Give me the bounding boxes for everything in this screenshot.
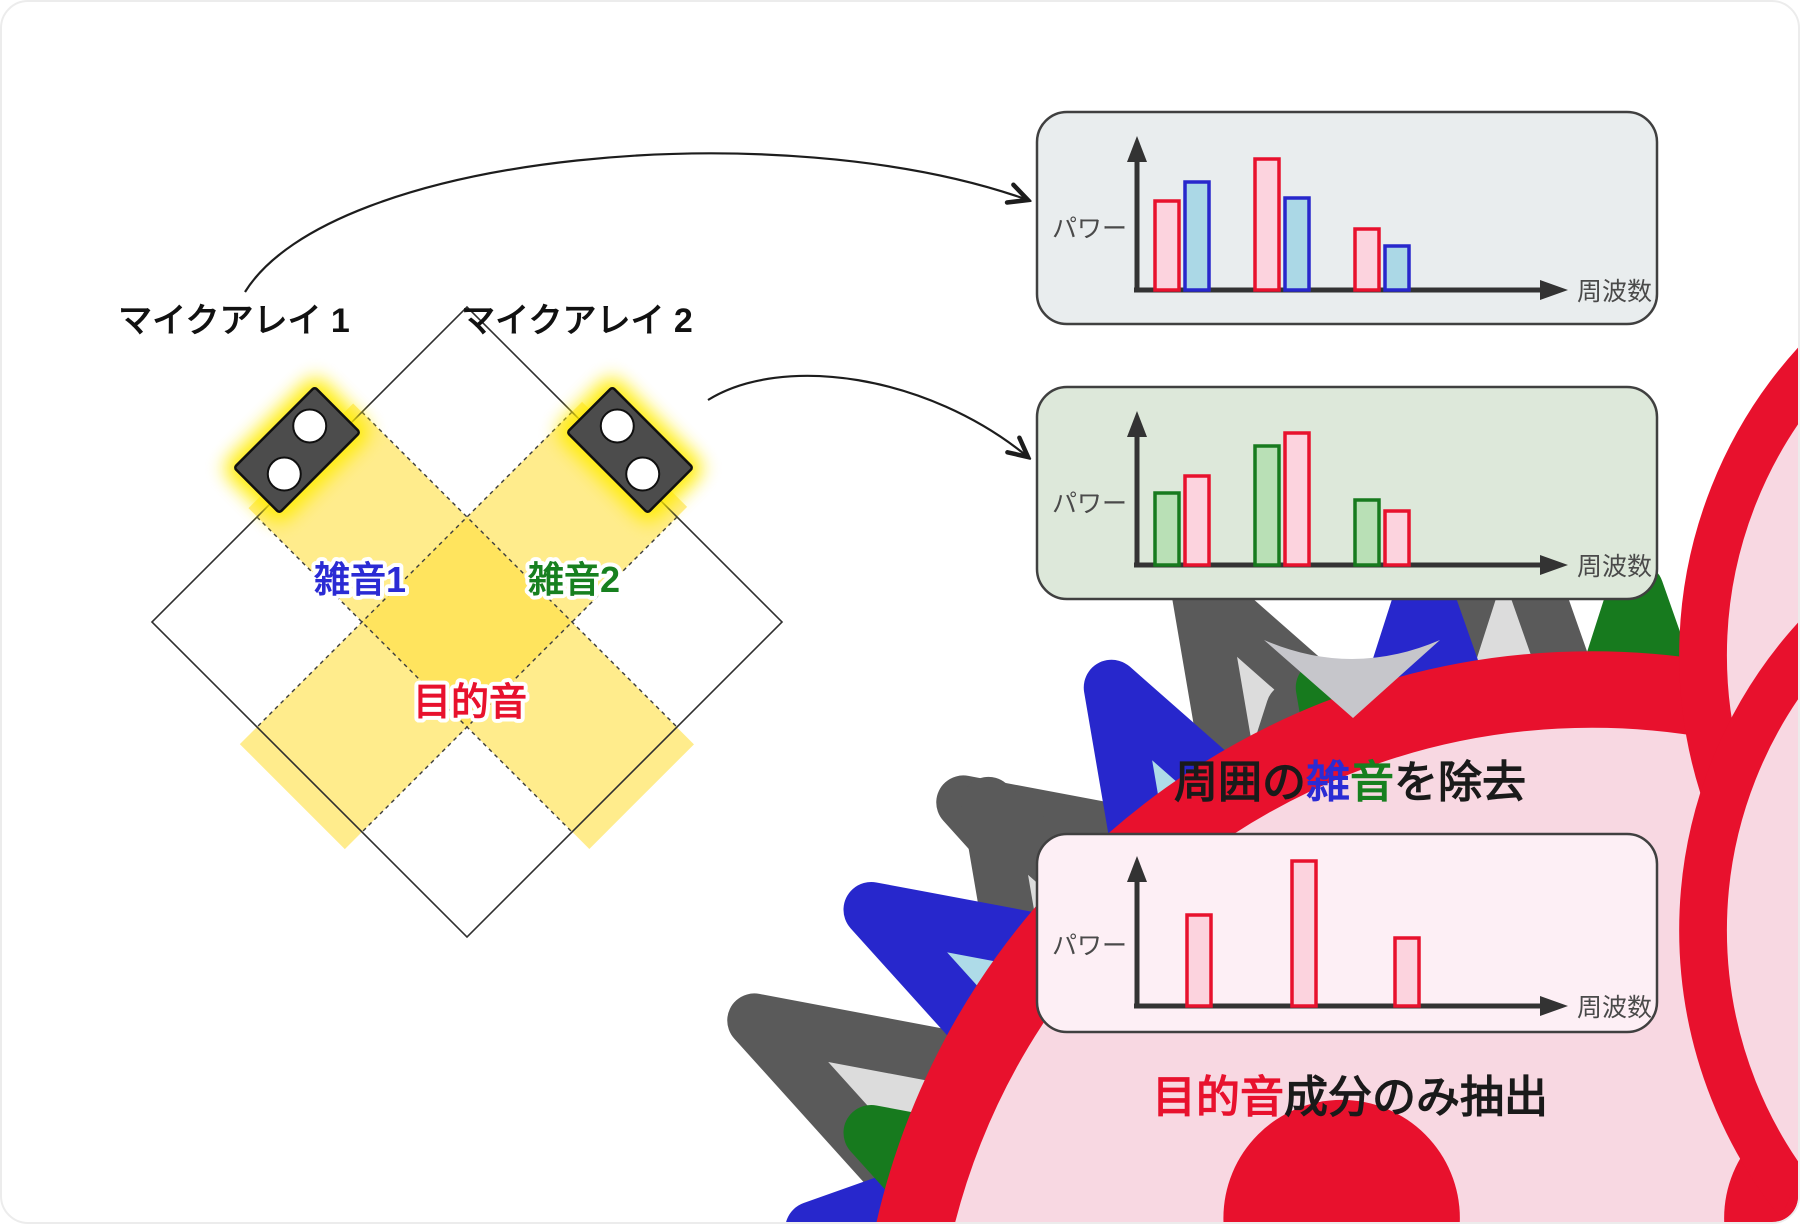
spectrum-bar-noise-2 bbox=[1153, 491, 1181, 567]
mic-array-2-icon bbox=[558, 378, 702, 522]
spectrum-bar-noise-1 bbox=[1383, 244, 1411, 292]
mic2-to-chart-arrow-icon bbox=[707, 374, 1028, 457]
y-axis-arrow-icon bbox=[1127, 136, 1147, 162]
target-sound-label: 目的音 bbox=[413, 682, 527, 724]
x-axis-label: 周波数 bbox=[1577, 994, 1652, 1022]
spectrum-bar-noise-2 bbox=[1353, 498, 1381, 567]
spectrum-bars bbox=[1153, 431, 1411, 567]
caption-target-extracted: 目的音成分のみ抽出 bbox=[1152, 1073, 1548, 1122]
spectrum-bar-noise-1 bbox=[1183, 180, 1211, 292]
mic-array-2-label: マイクアレイ 2 bbox=[461, 302, 693, 340]
spectrum-bar-target-sound bbox=[1393, 936, 1421, 1008]
x-axis-arrow-icon bbox=[1540, 555, 1568, 575]
spectrum-bar-noise-2 bbox=[1253, 444, 1281, 567]
spectrum-bar-target-sound bbox=[1185, 913, 1213, 1008]
spectrum-bar-target-sound bbox=[1153, 199, 1181, 292]
noise1-label: 雑音1 bbox=[313, 559, 406, 600]
mic-array-1-label: マイクアレイ 1 bbox=[118, 302, 350, 340]
x-axis-label: 周波数 bbox=[1577, 278, 1652, 306]
noise2-label: 雑音2 bbox=[527, 559, 620, 600]
sound-field-diagram: 雑音1 雑音2 目的音 マイクアレイ 1 マイクアレイ 2 bbox=[118, 302, 1800, 1224]
y-axis-arrow-icon bbox=[1127, 411, 1147, 437]
panel-background bbox=[1035, 832, 1659, 1034]
spectrum-bar-target-sound bbox=[1290, 859, 1318, 1008]
x-axis-arrow-icon bbox=[1540, 280, 1568, 300]
y-axis-label: パワー bbox=[1052, 932, 1127, 960]
spectrum-bar-target-sound bbox=[1383, 509, 1411, 567]
spectrum-bars bbox=[1153, 157, 1411, 292]
spectrum-bars bbox=[1185, 859, 1421, 1008]
mic1-to-chart-arrow-icon bbox=[244, 152, 1028, 293]
spectrum-bar-target-sound bbox=[1283, 431, 1311, 567]
y-axis-label: パワー bbox=[1052, 490, 1127, 518]
chart-panel-output: パワー 周波数 bbox=[1035, 832, 1800, 1224]
spectrum-bar-noise-1 bbox=[1283, 196, 1311, 292]
spectrum-bar-target-sound bbox=[1353, 227, 1381, 292]
mic-array-1-icon bbox=[225, 378, 369, 522]
y-axis-arrow-icon bbox=[1127, 856, 1147, 882]
spectrum-bar-target-sound bbox=[1183, 474, 1211, 567]
x-axis-label: 周波数 bbox=[1577, 553, 1652, 581]
y-axis-label: パワー bbox=[1052, 215, 1127, 243]
x-axis-arrow-icon bbox=[1540, 996, 1568, 1016]
chart-panel-mic2: パワー 周波数 bbox=[1035, 385, 1800, 1224]
mic2-beam bbox=[239, 401, 688, 850]
chart-panel-mic1: パワー 周波数 bbox=[1035, 110, 1800, 1179]
spectrum-bar-target-sound bbox=[1253, 157, 1281, 292]
caption-noise-removed: 周囲の雑音を除去 bbox=[1174, 758, 1526, 807]
chevron-down-icon bbox=[1264, 640, 1440, 718]
